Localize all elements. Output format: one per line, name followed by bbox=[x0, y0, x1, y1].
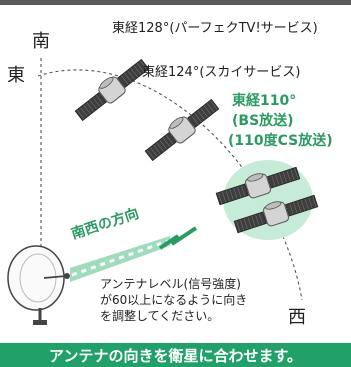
instruction-banner: アンテナの向きを衛星に合わせます。 bbox=[0, 343, 351, 367]
satellite-110-label-3: (110度CS放送) bbox=[228, 133, 333, 149]
east-label: 東 bbox=[7, 65, 25, 86]
satellite-124-label: 東経124°(スカイサービス) bbox=[142, 65, 301, 80]
orbit-arc bbox=[37, 69, 303, 301]
satellite-124 bbox=[140, 93, 223, 165]
west-label: 西 bbox=[288, 307, 306, 328]
note-line-1: アンテナレベル(信号強度) bbox=[100, 277, 241, 291]
note-line-3: を調整してください。 bbox=[100, 309, 220, 323]
antenna-dish bbox=[7, 245, 70, 325]
satellite-110-label-2: (BS放送) bbox=[232, 113, 294, 129]
adjustment-note: アンテナレベル(信号強度) が60以上になるように向き を調整してください。 bbox=[100, 276, 247, 324]
satellite-128-label: 東経128°(パーフェクTV!サービス) bbox=[112, 21, 318, 36]
satellite-128 bbox=[70, 53, 153, 125]
south-label: 南 bbox=[32, 31, 50, 52]
satellite-110-label-1: 東経110° bbox=[232, 93, 297, 109]
signal-beam bbox=[70, 226, 198, 282]
note-line-2: が60以上になるように向き bbox=[100, 293, 248, 307]
top-bar bbox=[0, 0, 351, 5]
